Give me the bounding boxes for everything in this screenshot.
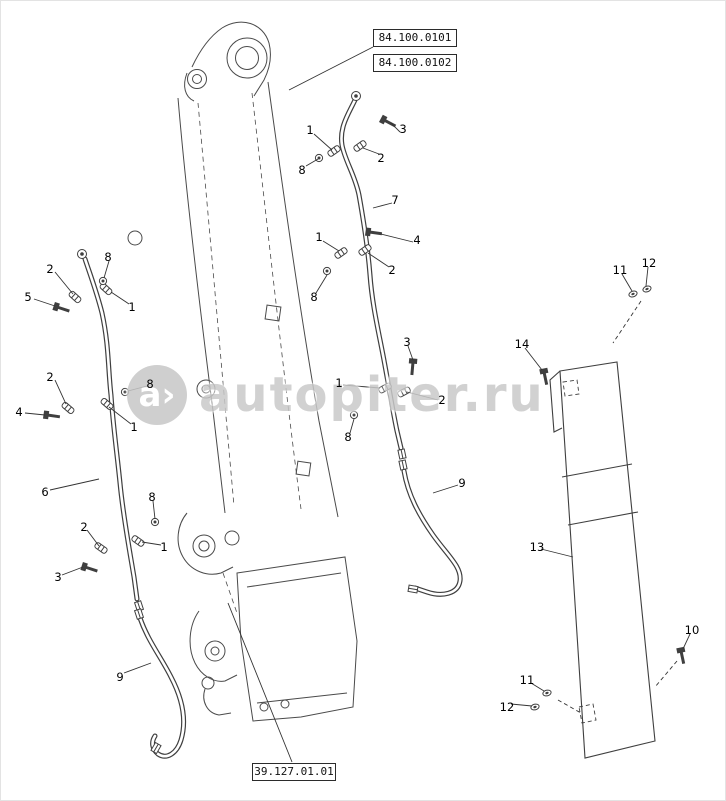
ref-box-84-100-0101[interactable]: 84.100.0101 <box>373 29 457 47</box>
bolt-parts <box>42 113 689 666</box>
callout-4: 4 <box>413 233 421 247</box>
callout-8: 8 <box>146 377 154 391</box>
callout-2: 2 <box>388 263 396 277</box>
callout-6: 6 <box>41 485 49 499</box>
callout-1: 1 <box>306 123 314 137</box>
callout-11: 11 <box>519 673 535 687</box>
callout-4: 4 <box>15 405 23 419</box>
ref-box-84-100-0102[interactable]: 84.100.0102 <box>373 54 457 72</box>
callout-10: 10 <box>684 623 700 637</box>
callout-9: 9 <box>458 476 466 490</box>
callout-3: 3 <box>403 335 411 349</box>
callout-8: 8 <box>298 163 306 177</box>
callout-2: 2 <box>46 262 54 276</box>
callout-7: 7 <box>391 193 399 207</box>
callout-2: 2 <box>377 151 385 165</box>
boom-arm-outline <box>127 21 358 722</box>
callout-11: 11 <box>612 263 628 277</box>
callout-5: 5 <box>24 290 32 304</box>
callout-2: 2 <box>80 520 88 534</box>
callout-12: 12 <box>641 256 657 270</box>
dashed-leader-lines <box>557 300 678 714</box>
callout-9: 9 <box>116 670 124 684</box>
callout-2: 2 <box>46 370 54 384</box>
callout-14: 14 <box>514 337 530 351</box>
callout-1: 1 <box>130 420 138 434</box>
hydraulic-tubes <box>82 97 463 759</box>
callout-3: 3 <box>399 122 407 136</box>
callout-12: 12 <box>499 700 515 714</box>
callout-8: 8 <box>310 290 318 304</box>
nut-parts <box>98 153 359 527</box>
leader-lines <box>24 46 691 763</box>
callout-3: 3 <box>54 570 62 584</box>
callout-1: 1 <box>128 300 136 314</box>
callout-13: 13 <box>529 540 545 554</box>
callout-1: 1 <box>315 230 323 244</box>
callout-2: 2 <box>438 393 446 407</box>
callout-8: 8 <box>148 490 156 504</box>
callout-1: 1 <box>160 540 168 554</box>
callout-8: 8 <box>104 250 112 264</box>
ref-box-39-127-01-01[interactable]: 39.127.01.01 <box>252 763 336 781</box>
washer-parts <box>529 284 653 712</box>
side-panel-part13 <box>549 361 656 759</box>
callout-8: 8 <box>344 430 352 444</box>
callout-1: 1 <box>335 376 343 390</box>
